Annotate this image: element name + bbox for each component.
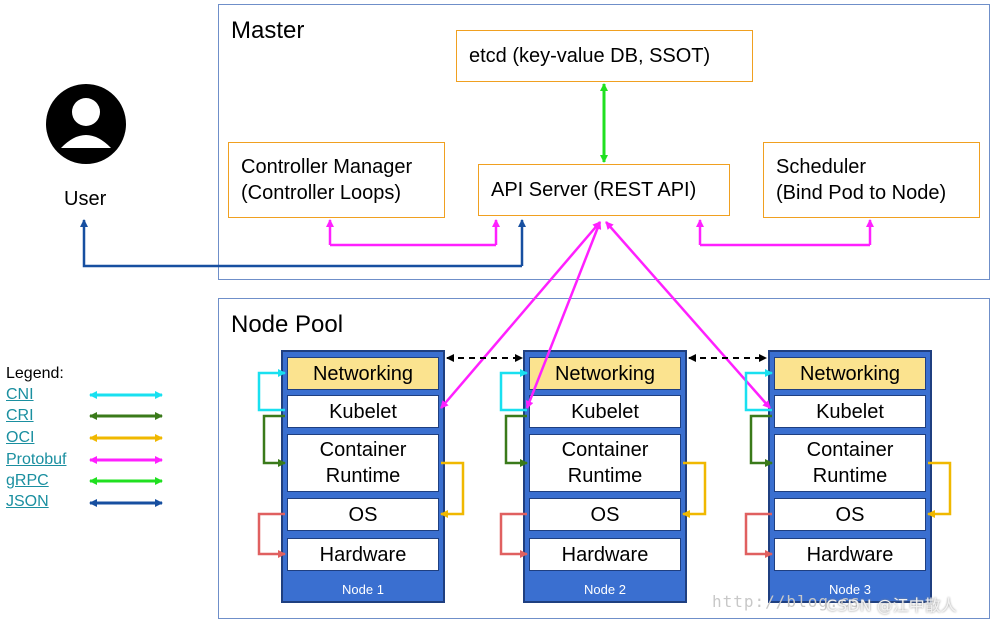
scheduler-line2: (Bind Pod to Node): [776, 182, 947, 204]
kubelet-layer: Kubelet: [774, 395, 926, 428]
node-label: Node 1: [342, 582, 384, 597]
controller-manager-box: Controller Manager (Controller Loops): [228, 142, 445, 218]
user-icon: [46, 84, 126, 164]
hardware-layer: Hardware: [529, 538, 681, 571]
node-2-cri-loop: [504, 414, 528, 467]
node-pool-title: Node Pool: [231, 311, 344, 338]
networking-layer: Networking: [774, 357, 926, 390]
api-server-box: API Server (REST API): [478, 164, 730, 216]
legend-item-protobuf[interactable]: Protobuf: [6, 451, 67, 468]
controller-manager-line2: (Controller Loops): [241, 182, 402, 204]
node-1-oci-loop: [440, 461, 465, 518]
node-pool-panel: Node Pool: [218, 298, 990, 619]
node-label: Node 2: [584, 582, 626, 597]
node-1-cri-loop: [262, 414, 286, 467]
hardware-layer: Hardware: [774, 538, 926, 571]
api-kubelet-1-arrow: [440, 221, 601, 409]
node-2-hw-loop: [499, 512, 528, 558]
node-2-oci-loop: [682, 461, 707, 518]
api-kubelet-2-arrow: [525, 221, 602, 409]
os-layer: OS: [774, 498, 926, 531]
hardware-layer: Hardware: [287, 538, 439, 571]
node-3-oci-loop: [927, 461, 952, 518]
os-layer: OS: [529, 498, 681, 531]
scheduler-line1: Scheduler: [776, 156, 867, 178]
node-label: Node 3: [829, 582, 871, 597]
node-3-cri-loop: [749, 414, 773, 467]
legend-item-cni[interactable]: CNI: [6, 386, 34, 403]
legend-item-json[interactable]: JSON: [6, 493, 49, 510]
etcd-box: etcd (key-value DB, SSOT): [456, 30, 753, 82]
master-panel: Master: [218, 4, 990, 280]
controller-manager-line1: Controller Manager: [241, 156, 413, 178]
os-layer: OS: [287, 498, 439, 531]
node-3-hw-loop: [744, 512, 773, 558]
api-kubelet-3-arrow: [605, 221, 771, 409]
legend-item-oci[interactable]: OCI: [6, 429, 35, 446]
scheduler-box: Scheduler (Bind Pod to Node): [763, 142, 980, 218]
master-title: Master: [231, 17, 305, 44]
node-2-cni-loop: [499, 369, 528, 412]
kubelet-layer: Kubelet: [287, 395, 439, 428]
watermark-credit: CSDN @江中散人: [826, 596, 957, 615]
user-label: User: [64, 188, 107, 210]
node-1-cni-loop: [257, 369, 286, 412]
user-api-json-arrow: [80, 219, 522, 268]
legend-title: Legend:: [6, 365, 64, 382]
node-3-cni-loop: [744, 369, 773, 412]
node-1-hw-loop: [257, 512, 286, 558]
api-server-label: API Server (REST API): [491, 179, 697, 201]
legend-item-cri[interactable]: CRI: [6, 407, 34, 424]
legend-item-grpc[interactable]: gRPC: [6, 472, 49, 489]
watermark-url: http://blog.cs: [712, 592, 861, 611]
networking-layer: Networking: [287, 357, 439, 390]
etcd-label: etcd (key-value DB, SSOT): [469, 45, 711, 67]
